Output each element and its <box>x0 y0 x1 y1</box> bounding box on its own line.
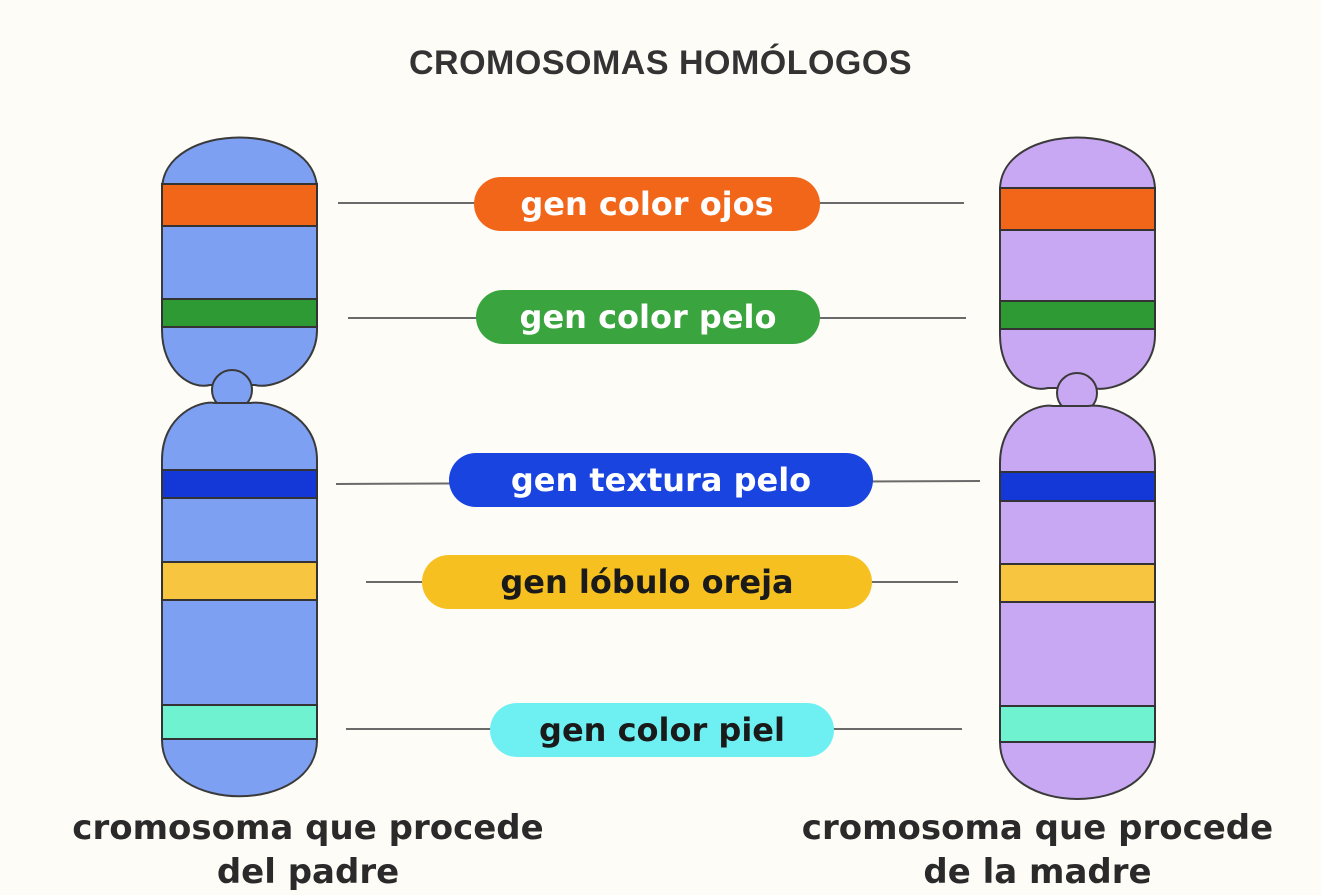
father-band-ear-lobe <box>161 561 318 601</box>
gene-label-text: gen color ojos <box>520 185 773 223</box>
pill-hair-texture <box>449 453 873 507</box>
gene-label-hair-color: gen color pelo <box>476 290 820 344</box>
pill-ear-lobe <box>422 555 872 609</box>
father-band-eye-color <box>161 183 318 227</box>
gene-label-text: gen textura pelo <box>511 461 811 499</box>
father-band-hair-texture <box>161 469 318 499</box>
mother-band-skin-color <box>999 705 1156 743</box>
father-band-hair-color <box>161 298 318 328</box>
mother-band-ear-lobe <box>999 563 1156 603</box>
gene-label-eye-color: gen color ojos <box>474 177 820 231</box>
gene-label-skin-color: gen color piel <box>490 703 834 757</box>
mother-band-hair-texture <box>999 471 1156 502</box>
father-caption-line2: del padre <box>216 852 400 892</box>
mother-caption-line2: de la madre <box>923 852 1152 892</box>
gene-label-text: gen lóbulo oreja <box>500 563 793 601</box>
mother-chromosome <box>999 136 1156 800</box>
gene-label-text: gen color pelo <box>520 298 777 336</box>
pill-hair-color <box>476 290 820 344</box>
father-chromosome <box>161 136 318 798</box>
mother-band-eye-color <box>999 187 1156 231</box>
pill-eye-color <box>474 177 820 231</box>
pill-skin-color <box>490 703 834 757</box>
mother-caption: cromosoma que procede de la madre <box>760 806 1315 894</box>
father-band-skin-color <box>161 704 318 740</box>
father-caption: cromosoma que procede del padre <box>18 806 598 894</box>
father-caption-line1: cromosoma que procede <box>72 808 544 848</box>
mother-upper-arm <box>999 136 1156 390</box>
mother-caption-line1: cromosoma que procede <box>801 808 1274 848</box>
gene-label-ear-lobe: gen lóbulo oreja <box>422 555 872 609</box>
mother-band-hair-color <box>999 300 1156 330</box>
gene-label-text: gen color piel <box>539 711 785 749</box>
gene-label-hair-texture: gen textura pelo <box>449 453 873 507</box>
father-upper-arm <box>161 136 318 387</box>
diagram-title: CROMOSOMAS HOMÓLOGOS <box>409 44 912 82</box>
